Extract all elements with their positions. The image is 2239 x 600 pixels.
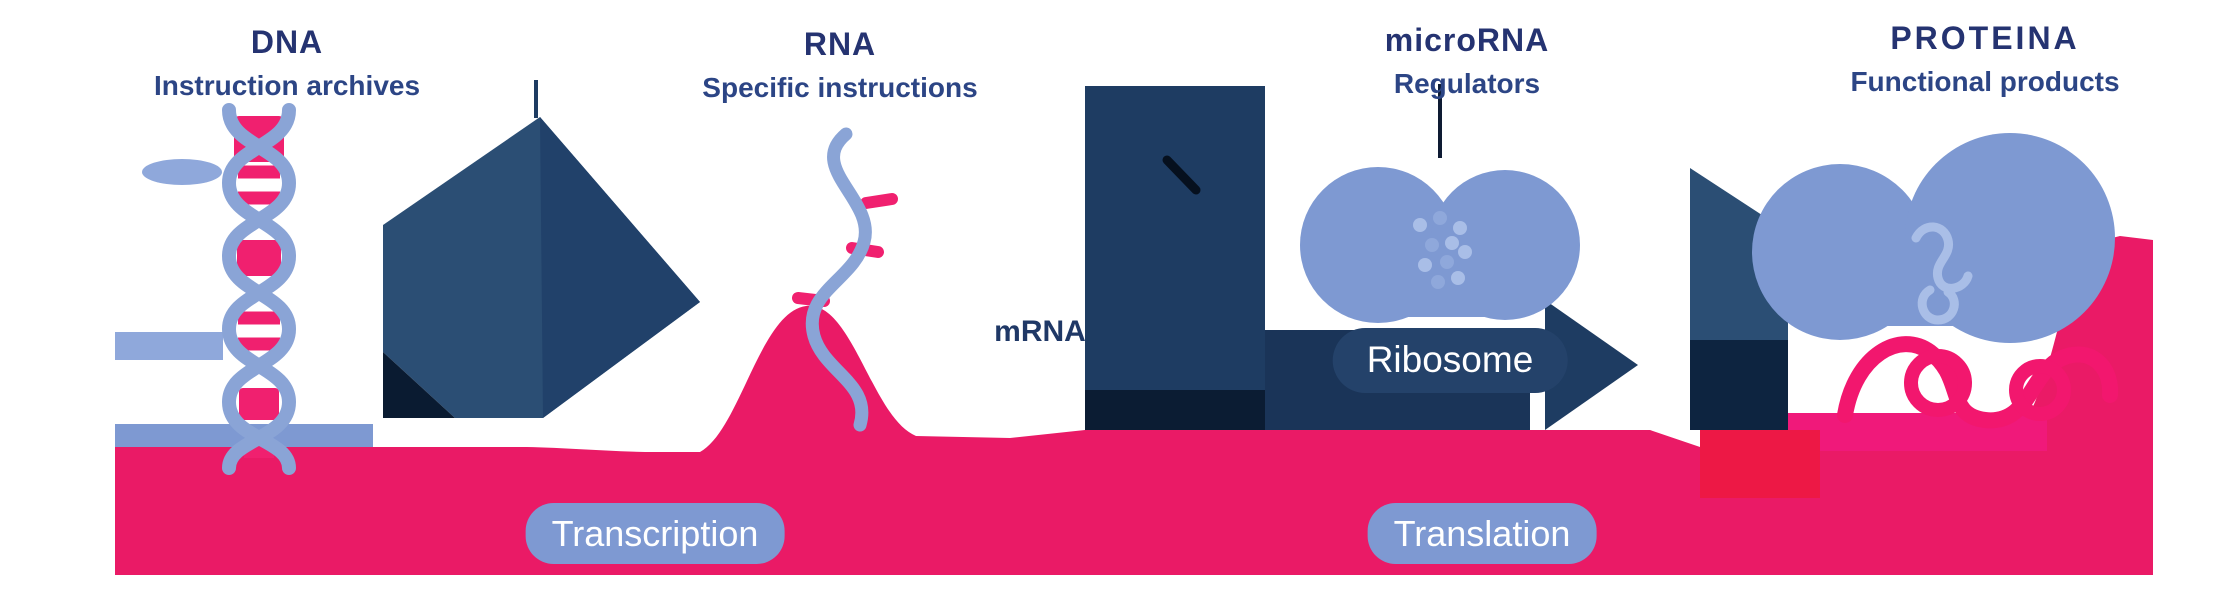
pink-red-patch bbox=[1700, 430, 1820, 498]
transcription-badge: Transcription bbox=[525, 503, 785, 565]
arrowhead bbox=[1545, 300, 1638, 430]
navy-slab-shadow bbox=[1690, 340, 1788, 430]
protein-blob-icon bbox=[1752, 133, 2115, 343]
chain-loop bbox=[1904, 349, 1972, 417]
black-tick bbox=[1162, 155, 1201, 195]
mrna-strand-icon bbox=[792, 127, 898, 432]
blue-fragment bbox=[142, 159, 222, 185]
dna-rung-block bbox=[239, 388, 279, 420]
blue-strip-small bbox=[115, 332, 223, 360]
protein-fold-icon bbox=[1911, 222, 1973, 325]
ribosome-cloud-icon bbox=[1300, 84, 1580, 323]
arrow-shadow bbox=[383, 352, 455, 418]
mrna-base bbox=[860, 193, 898, 209]
navy-slab bbox=[1085, 86, 1265, 430]
dna-rung-block bbox=[237, 240, 281, 276]
stage-label-protein: PROTEINA Functional products bbox=[1850, 22, 2119, 96]
stage-title-microrna: microRNA bbox=[1384, 22, 1550, 58]
dna-strand bbox=[221, 103, 297, 475]
stage-subtitle-dna: Instruction archives bbox=[153, 70, 421, 101]
stage-label-rna: RNA Specific instructions bbox=[702, 28, 977, 102]
stage-subtitle-protein: Functional products bbox=[1850, 66, 2120, 97]
mrna-label: mRNA bbox=[994, 315, 1086, 348]
navy-slab-shadow bbox=[1085, 390, 1265, 430]
translation-badge: Translation bbox=[1367, 503, 1597, 565]
stage-subtitle-microrna: Regulators bbox=[1393, 68, 1541, 99]
arrow-facet bbox=[540, 117, 700, 418]
ribosome-pill: Ribosome bbox=[1332, 328, 1568, 393]
chain-squiggle bbox=[1837, 336, 2119, 429]
protein-chain-icon bbox=[1837, 336, 2119, 429]
chain-loop bbox=[2009, 359, 2071, 421]
mrna-strand bbox=[805, 127, 872, 432]
stage-title-rna: RNA bbox=[803, 26, 877, 62]
pink-ground bbox=[115, 236, 2153, 575]
stage-label-dna: DNA Instruction archives bbox=[154, 26, 420, 100]
ribosome-molecule-icon bbox=[1413, 211, 1472, 289]
dna-helix-icon bbox=[221, 103, 297, 475]
stage-subtitle-rna: Specific instructions bbox=[702, 72, 978, 103]
stage-title-protein: PROTEINA bbox=[1890, 20, 2080, 56]
stage-label-microrna: microRNA Regulators bbox=[1385, 24, 1549, 98]
transcription-arrow-icon bbox=[383, 80, 700, 418]
pink-band-shape bbox=[115, 236, 2153, 575]
stage-title-dna: DNA bbox=[250, 24, 324, 60]
